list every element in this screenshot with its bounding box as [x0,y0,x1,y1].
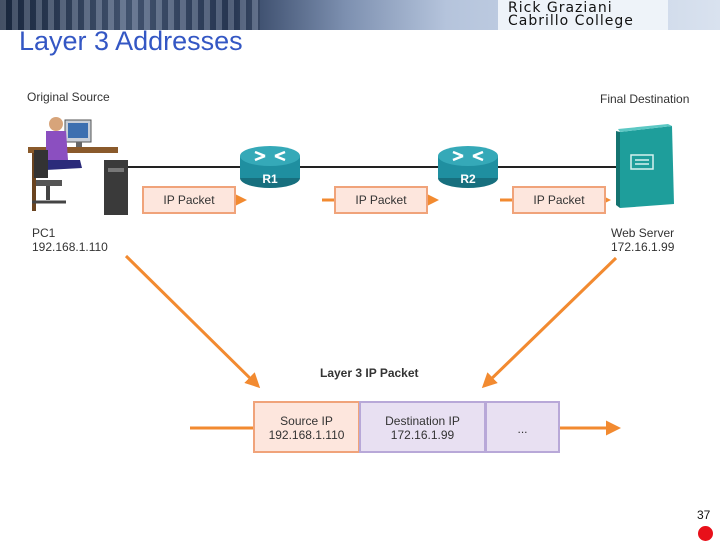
source-ip-cell: Source IP 192.168.1.110 [253,401,360,453]
pc-ip-label: 192.168.1.110 [32,240,108,254]
original-source-label: Original Source [27,90,110,104]
destination-ip-cell: Destination IP 172.16.1.99 [359,401,486,453]
brand-line-1: Rick Graziani [508,0,613,16]
server-name-label: Web Server [611,226,675,240]
more-fields-cell: ... [485,401,560,453]
router-r2-icon [438,146,498,188]
destination-ip-label: Destination IP [385,414,460,428]
header-banner: Rick Graziani Cabrillo College [0,0,720,30]
brand-line-2: Cabrillo College [508,13,634,29]
pc-name-label: PC1 [32,226,56,240]
source-ip-label: Source IP [280,414,333,428]
red-dot-icon [698,526,713,541]
final-destination-label: Final Destination [600,92,690,106]
source-ip-value: 192.168.1.110 [268,428,345,442]
more-fields-ellipsis: ... [517,422,528,436]
ip-packet-1: IP Packet [142,186,236,214]
pc-workstation-icon [28,117,128,215]
server-ip-label: 172.16.1.99 [611,240,675,254]
layer3-packet-title: Layer 3 IP Packet [320,366,419,380]
brand-block: Rick Graziani Cabrillo College [498,0,668,30]
ip-packet-3: IP Packet [512,186,606,214]
source-to-packet-arrow [124,254,261,389]
router-r1-icon [240,146,300,188]
router-r1-label: R1 [262,172,278,186]
slide-number: 37 [697,508,711,522]
ip-packet-2: IP Packet [334,186,428,214]
destination-ip-value: 172.16.1.99 [390,428,455,442]
web-server-icon [616,124,674,208]
router-r2-label: R2 [460,172,476,186]
banner-decoration [0,0,260,30]
destination-to-packet-arrow [481,256,618,389]
page-title: Layer 3 Addresses [19,26,243,56]
